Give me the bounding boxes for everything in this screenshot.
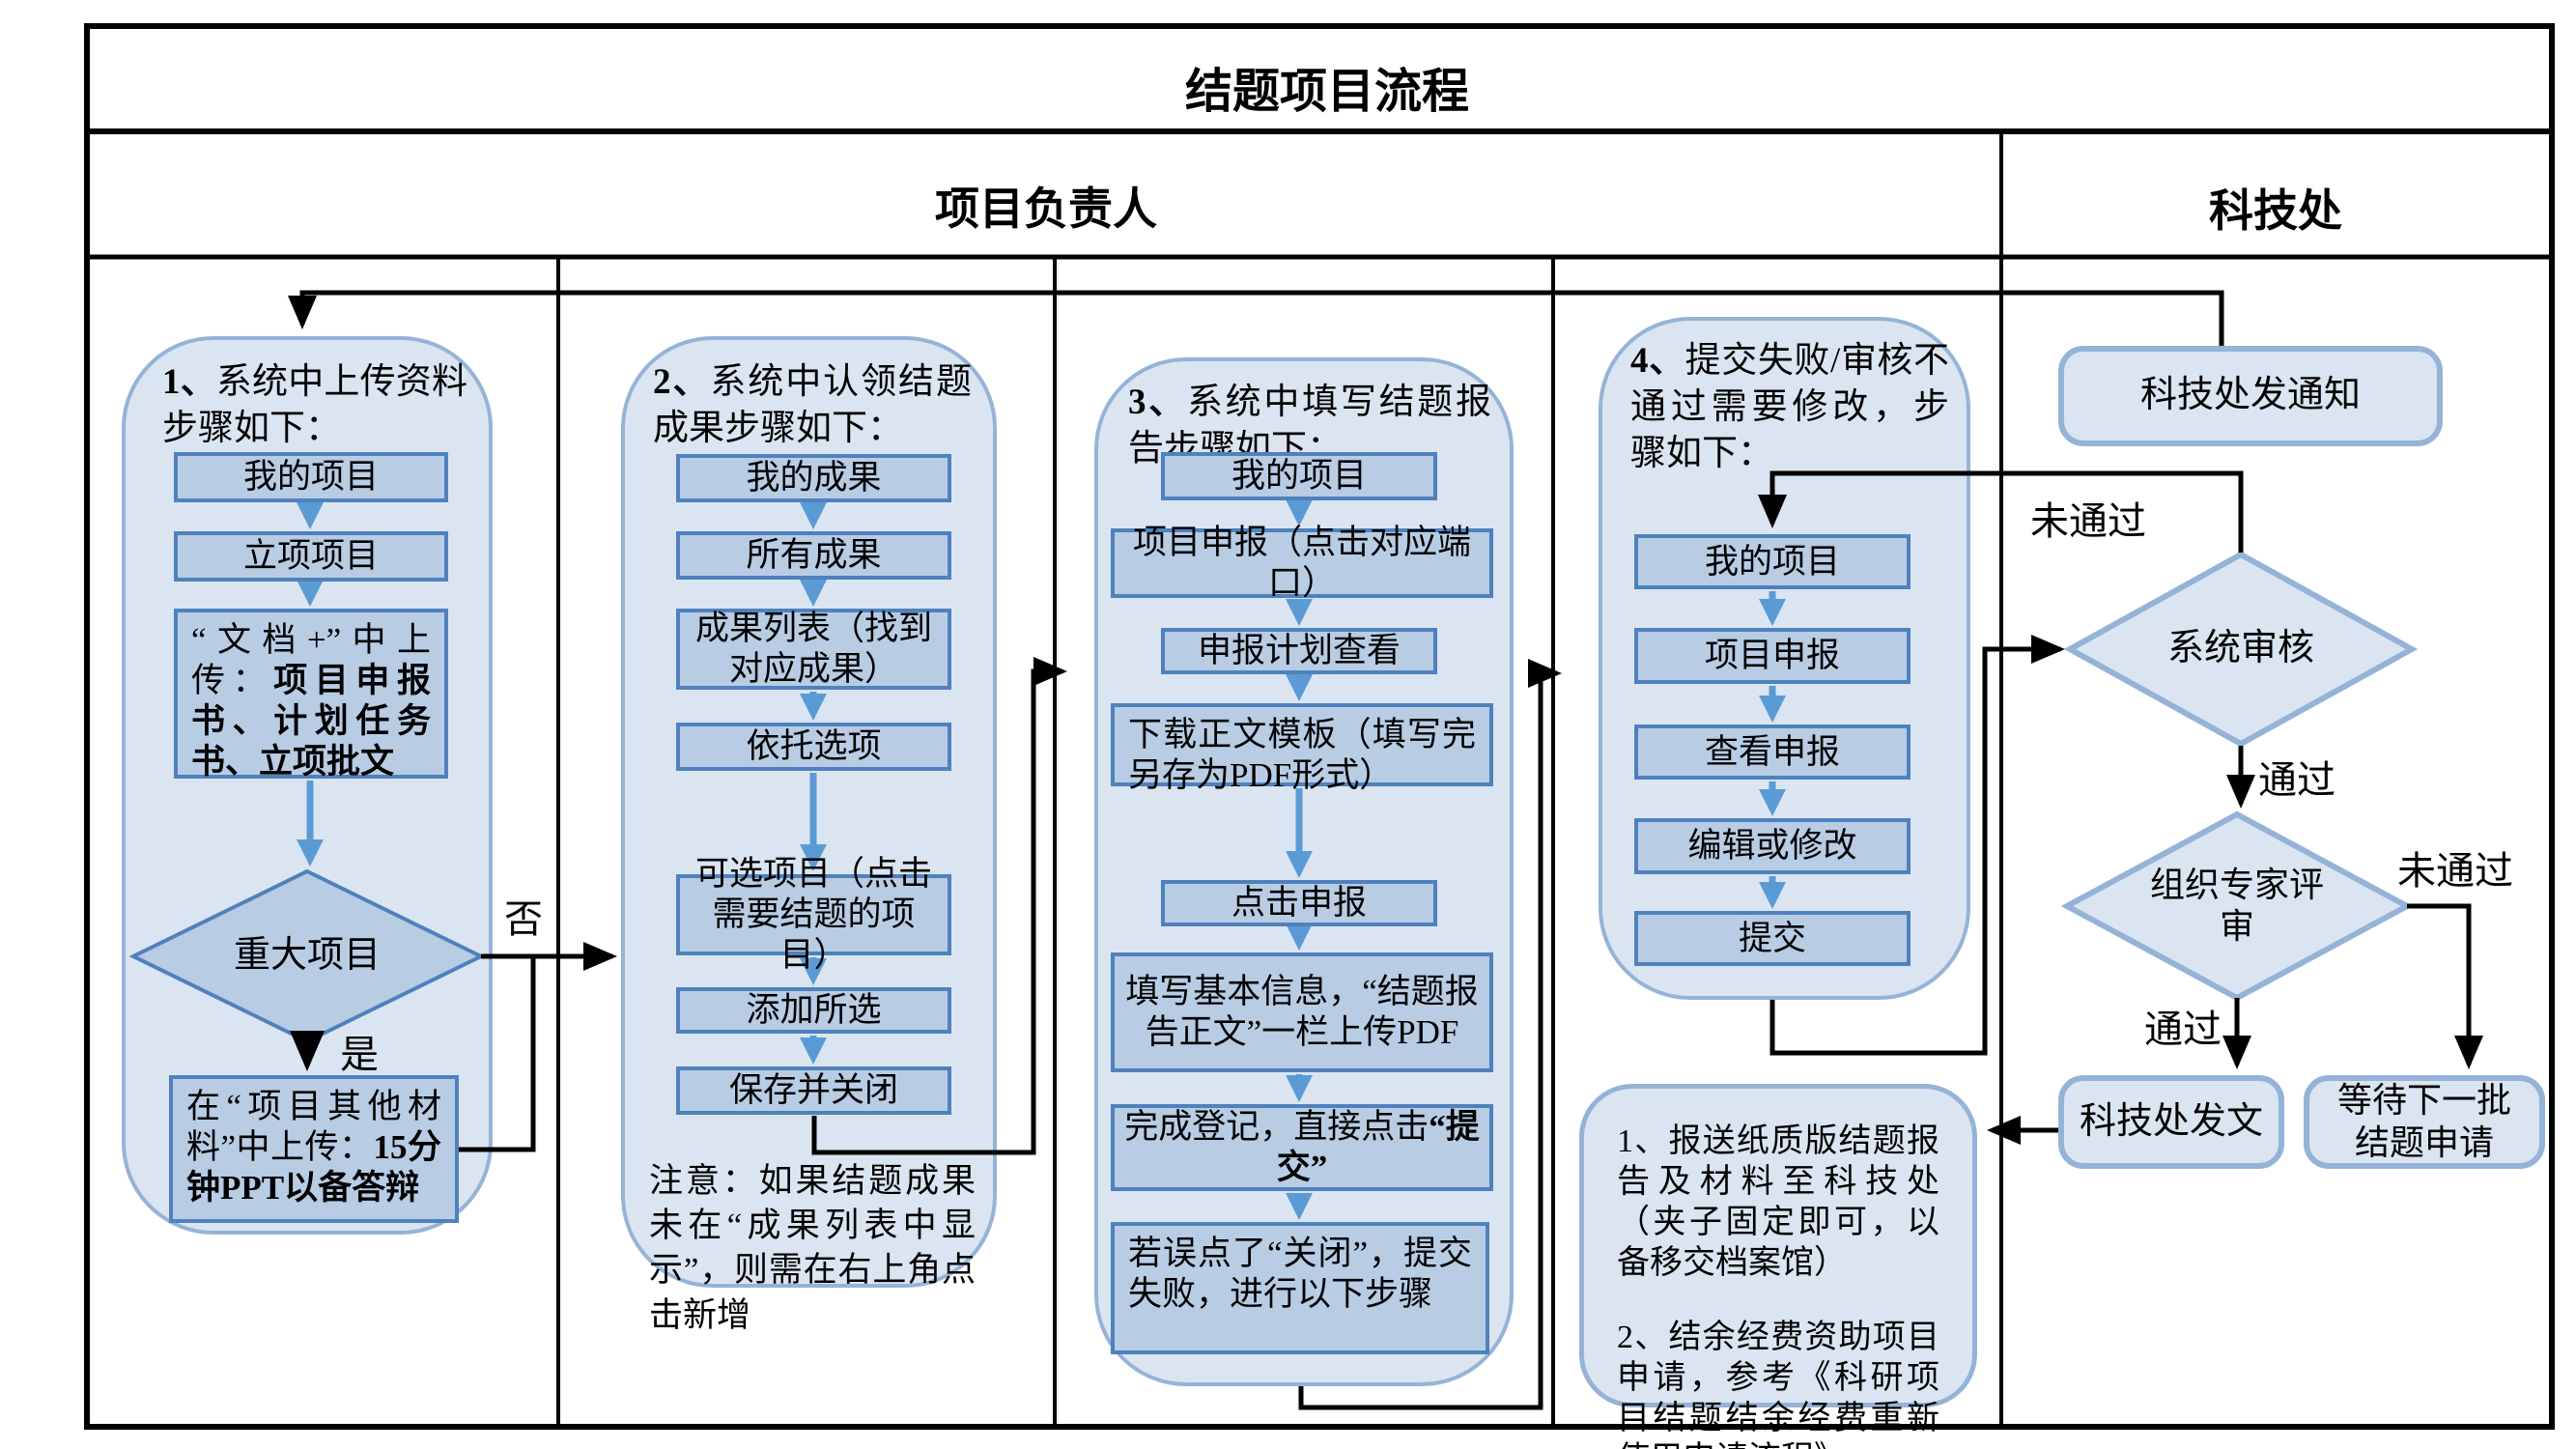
terminal-notice: 科技处发通知 <box>2058 346 2443 446</box>
decision-system-audit-label: 系统审核 <box>2166 628 2314 669</box>
step-box-achievement-list: 成果列表（找到对应成果） <box>676 609 951 690</box>
note-achievement-list: 注意：如果结题成果未在“成果列表中显示”，则需在右上角点击新增 <box>649 1162 976 1334</box>
intro-step2-num: 2、 <box>653 362 711 402</box>
docs-upload-bold: 项目申报书、计划任务书、立项批文 <box>191 662 431 781</box>
step-box-fill-basic-info: 填写基本信息，“结题报告正文”一栏上传PDF <box>1111 952 1493 1072</box>
decision-system-audit <box>2063 551 2419 748</box>
intro-step4-num: 4、 <box>1630 341 1685 381</box>
connector-audit-fail-loop <box>1758 470 2244 553</box>
step-box-my-projects-3: 我的项目 <box>1161 452 1437 500</box>
step-box-save-close: 保存并关闭 <box>676 1066 951 1115</box>
other-materials-prefix: 在“项目其他材料”中上传： <box>186 1088 441 1166</box>
intro-step3-num: 3、 <box>1128 383 1187 422</box>
step-box-my-achievements: 我的成果 <box>676 454 951 502</box>
step-box-submit: 提交 <box>1634 911 1911 966</box>
docs-upload-prefix: “文档+”中上传： <box>191 621 431 699</box>
edge-label-audit-pass: 通过 <box>2258 758 2335 802</box>
container-paper-notes: 1、报送纸质版结题报告及材料至科技处（夹子固定即可，以备移交档案馆） 2、结余经… <box>1579 1084 1977 1449</box>
finish-register-bold: “提交” <box>1276 1108 1480 1186</box>
step-box-optional-projects: 可选项目（点击需要结题的项目） <box>676 855 951 974</box>
edge-label-review-fail: 未通过 <box>2397 849 2513 893</box>
page-title: 结题项目流程 <box>1185 65 1470 118</box>
decision-major-project-label: 重大项目 <box>233 935 381 977</box>
connector-step4-to-audit <box>1769 635 2065 1056</box>
table-outer-border <box>84 23 2555 1430</box>
connector-step2-to-step3 <box>811 657 1067 1155</box>
step-box-my-projects-4: 我的项目 <box>1634 534 1911 589</box>
step-box-finish-register: 完成登记，直接点击“提交” <box>1111 1104 1493 1191</box>
step-box-view-declare: 查看申报 <box>1634 724 1911 780</box>
intro-step4: 4、提交失败/审核不通过需要修改，步骤如下： <box>1630 338 1949 477</box>
note-paper-report: 1、报送纸质版结题报告及材料至科技处（夹子固定即可，以备移交档案馆） <box>1617 1123 1939 1282</box>
connector-step3-to-step4 <box>1298 659 1562 1410</box>
step-box-project-declare-port: 项目申报（点击对应端口） <box>1111 524 1493 602</box>
edge-label-audit-fail: 未通过 <box>2030 499 2146 543</box>
intro-step2: 2、系统中认领结题成果步骤如下： <box>653 359 972 452</box>
terminal-issue-document: 科技处发文 <box>2058 1075 2284 1169</box>
step-box-other-materials: 在“项目其他材料”中上传：15分钟PPT以备答辩 <box>169 1075 459 1223</box>
step-box-wrong-close: 若误点了“关闭”，提交失败，进行以下步骤 <box>1111 1222 1489 1354</box>
intro-step1-num: 1、 <box>162 362 216 402</box>
intro-step4-text: 提交失败/审核不通过需要修改，步骤如下： <box>1630 341 1950 474</box>
step-box-my-projects-1: 我的项目 <box>174 452 448 502</box>
connector-review-fail <box>2407 903 2483 1069</box>
connector-notice-to-step1 <box>288 290 2224 348</box>
finish-register-prefix: 完成登记，直接点击 <box>1124 1108 1430 1146</box>
step-box-add-selected: 添加所选 <box>676 987 951 1034</box>
intro-step1: 1、系统中上传资料步骤如下： <box>162 359 467 452</box>
note-surplus-funds: 2、结余经费资助项目申请，参考《科研项目结题结余经费重新使用申请流程》 <box>1617 1319 1939 1449</box>
step-box-download-template: 下载正文模板（填写完另存为PDF形式） <box>1111 703 1493 794</box>
edge-label-review-pass: 通过 <box>2144 1008 2222 1051</box>
step-box-approved-projects: 立项项目 <box>174 531 448 582</box>
lane-header-project-leader: 项目负责人 <box>935 185 1157 234</box>
step-box-edit-modify: 编辑或修改 <box>1634 818 1911 874</box>
step-box-declare-plan-view: 申报计划查看 <box>1161 628 1437 674</box>
step-box-click-declare: 点击申报 <box>1161 880 1437 926</box>
decision-expert-review-label: 组织专家评审 <box>2150 865 2325 946</box>
edge-label-yes: 是 <box>340 1033 379 1076</box>
step-box-rely-option: 依托选项 <box>676 723 951 771</box>
lane-header-tech-office: 科技处 <box>2209 186 2342 236</box>
terminal-wait-next-batch: 等待下一批结题申请 <box>2304 1075 2545 1169</box>
other-materials-bold: 15分钟PPT以备答辩 <box>186 1128 441 1207</box>
intro-step2-text: 系统中认领结题成果步骤如下： <box>653 362 972 449</box>
step-box-project-declare-4: 项目申报 <box>1634 628 1911 684</box>
intro-step3: 3、系统中填写结题报告步骤如下： <box>1128 380 1491 472</box>
step-box-docs-upload: “文档+”中上传：项目申报书、计划任务书、立项批文 <box>174 609 448 781</box>
step-box-all-achievements: 所有成果 <box>676 531 951 580</box>
connector-ppt-join-no <box>458 958 536 1152</box>
edge-label-no: 否 <box>504 897 543 941</box>
intro-step1-text: 系统中上传资料步骤如下： <box>162 362 467 449</box>
